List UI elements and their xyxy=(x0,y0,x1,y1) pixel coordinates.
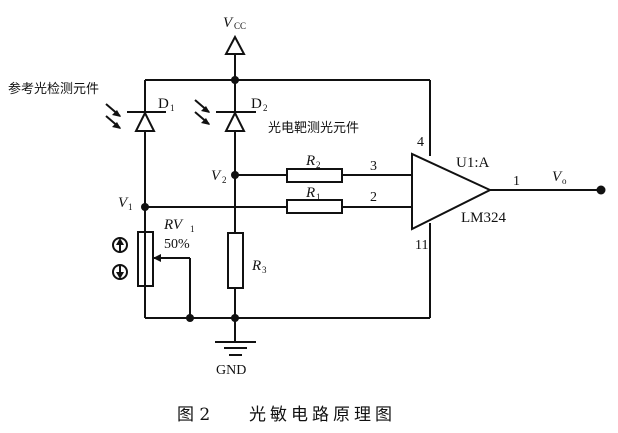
down-arrow-circle-icon xyxy=(112,264,128,280)
gnd-label: GND xyxy=(216,363,246,378)
bottom-rail-wire xyxy=(145,314,430,322)
light-arrows-d1-icon xyxy=(105,103,121,129)
r1-label: R xyxy=(305,185,315,201)
rv1-sub: 1 xyxy=(190,224,195,234)
vcc-symbol xyxy=(224,34,246,80)
pin1-label: 1 xyxy=(513,174,520,189)
reference-element-label: 参考光检测元件 xyxy=(8,81,99,97)
vo-sub: o xyxy=(562,176,567,186)
v2-sub: 2 xyxy=(222,175,227,185)
r3-label: R xyxy=(251,258,261,274)
v2-label: V xyxy=(211,168,222,184)
resistor-r3 xyxy=(227,232,244,318)
light-arrows-d2-icon xyxy=(194,99,210,125)
opamp-u1a xyxy=(411,152,606,318)
v1-sub: 1 xyxy=(128,202,133,212)
pin4-label: 4 xyxy=(417,135,424,150)
r1-wire xyxy=(141,199,412,214)
pin11-label: 11 xyxy=(415,238,428,253)
pin3-label: 3 xyxy=(370,159,377,174)
d2-label: D xyxy=(251,96,262,112)
top-rail-wire xyxy=(145,76,431,156)
r2-sub: 2 xyxy=(316,160,321,170)
figure-title: 光敏电路原理图 xyxy=(249,405,396,425)
target-element-label: 光电靶测光元件 xyxy=(268,121,359,136)
rv1-label: RV xyxy=(163,217,184,233)
r1-sub: 1 xyxy=(316,192,321,202)
vcc-sub: CC xyxy=(234,21,246,31)
up-arrow-circle-icon xyxy=(112,237,128,253)
d1-label: D xyxy=(158,96,169,112)
rv1-value: 50% xyxy=(164,237,190,252)
photodiode-d2 xyxy=(216,80,256,233)
photodiode-d1 xyxy=(127,80,166,318)
vo-label: V xyxy=(552,169,563,185)
vcc-label: V xyxy=(223,15,234,31)
potentiometer-rv1 xyxy=(137,231,191,318)
d2-sub: 2 xyxy=(263,103,268,113)
d1-sub: 1 xyxy=(170,103,175,113)
ground-icon xyxy=(215,318,256,356)
opamp-ref-label: U1:A xyxy=(456,155,490,171)
v1-label: V xyxy=(118,195,129,211)
r2-label: R xyxy=(305,153,315,169)
r2-wire xyxy=(231,168,412,183)
r3-sub: 3 xyxy=(262,265,267,275)
figure-number: 图 2 xyxy=(177,405,210,425)
opamp-part-label: LM324 xyxy=(461,210,507,226)
pin2-label: 2 xyxy=(370,190,377,205)
